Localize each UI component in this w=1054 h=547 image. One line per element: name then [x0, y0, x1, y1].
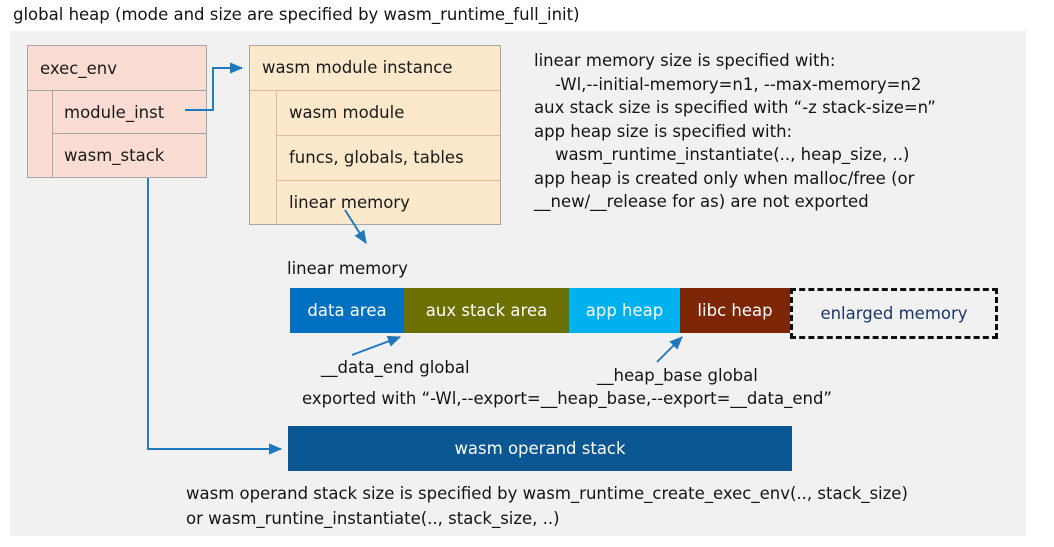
wasm-module-instance-box: wasm module instance wasm module funcs, …	[249, 45, 501, 225]
wasm-stack-label: wasm_stack	[64, 146, 165, 165]
memory-segment-aux-stack-area: aux stack area	[404, 288, 569, 333]
memory-segment-enlarged-memory: enlarged memory	[790, 288, 998, 339]
wasm-module-label: wasm module	[289, 103, 405, 122]
operand-stack-notes: wasm operand stack size is specified by …	[186, 484, 908, 528]
wasm-module-instance-indent-gutter	[250, 91, 277, 224]
annotation-heap-base: __heap_base global	[597, 366, 758, 385]
exec-env-row-module-inst: module_inst	[53, 91, 206, 134]
exec-env-row-wasm-stack: wasm_stack	[53, 134, 206, 177]
module-inst-label: module_inst	[64, 103, 165, 122]
linear-memory-caption: linear memory	[287, 259, 408, 278]
wmi-row-funcs-globals-tables: funcs, globals, tables	[277, 136, 500, 181]
exec-env-header: exec_env	[28, 46, 206, 91]
wasm-module-instance-header: wasm module instance	[250, 46, 500, 91]
exec-env-indent-gutter	[28, 91, 53, 177]
wasm-module-instance-label: wasm module instance	[262, 58, 453, 77]
wmi-row-wasm-module: wasm module	[277, 91, 500, 136]
linear-memory-row-label: linear memory	[289, 193, 410, 212]
memory-segment-app-heap: app heap	[569, 288, 680, 333]
page-title: global heap (mode and size are specified…	[13, 5, 580, 24]
linear-memory-notes: linear memory size is specified with: -W…	[534, 51, 936, 211]
memory-segment-data-area: data area	[290, 288, 404, 333]
funcs-globals-tables-label: funcs, globals, tables	[289, 148, 464, 167]
wasm-operand-stack-box: wasm operand stack	[288, 426, 792, 471]
memory-segment-libc-heap: libc heap	[680, 288, 790, 333]
exec-env-label: exec_env	[40, 59, 117, 78]
wmi-row-linear-memory: linear memory	[277, 181, 500, 224]
annotation-exported-with: exported with “-Wl,--export=__heap_base,…	[302, 389, 832, 408]
linear-memory-bar: data area aux stack area app heap libc h…	[290, 288, 998, 339]
annotation-data-end: __data_end global	[321, 358, 470, 377]
exec-env-box: exec_env module_inst wasm_stack	[27, 45, 207, 178]
